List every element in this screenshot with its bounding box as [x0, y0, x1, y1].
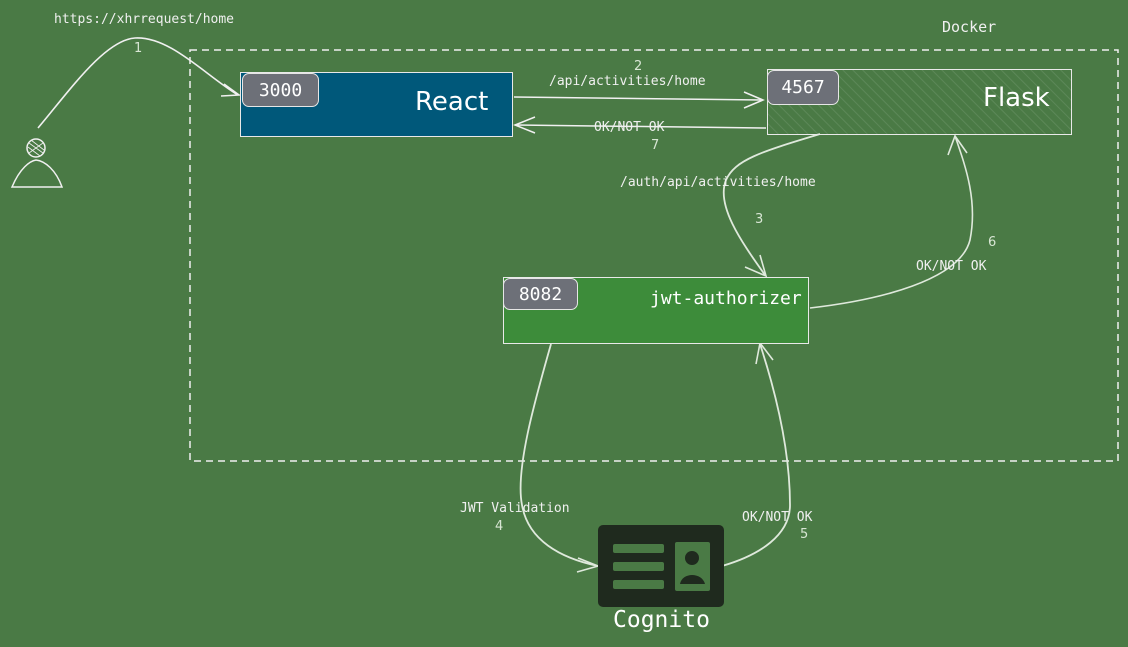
- edge-jwt-to-flask: [809, 135, 974, 309]
- arrowhead-step2: [743, 91, 765, 109]
- edge-flask-to-react: [515, 124, 767, 129]
- cognito-title: Cognito: [613, 607, 710, 633]
- jwt-title: jwt-authorizer: [650, 288, 802, 309]
- arrowhead-step4: [576, 557, 601, 573]
- arrowhead-step6: [947, 134, 968, 156]
- arrowhead-step7: [512, 116, 536, 134]
- react-port-badge: 3000: [242, 73, 319, 107]
- docker-boundary: [189, 49, 1119, 462]
- step-2-number: 2: [634, 59, 643, 74]
- step-7-number: 7: [651, 138, 660, 153]
- step-4-number: 4: [495, 519, 504, 534]
- arrowhead-step3: [744, 254, 768, 278]
- step-6-number: 6: [988, 235, 997, 250]
- step-1-number: 1: [134, 41, 143, 56]
- arrowhead-step1: [220, 83, 242, 97]
- cognito-icon: [598, 525, 724, 607]
- react-title: React: [415, 87, 489, 117]
- edge-label-cognito-to-jwt: OK/NOT OK: [742, 510, 813, 525]
- step-5-number: 5: [800, 527, 809, 542]
- url-label: https://xhrrequest/home: [54, 12, 235, 27]
- edge-label-jwt-to-cognito: JWT Validation: [460, 501, 570, 516]
- edge-label-flask-to-jwt: /auth/api/activities/home: [620, 175, 816, 190]
- flask-port-badge: 4567: [767, 70, 839, 105]
- step-3-number: 3: [755, 212, 764, 227]
- edge-flask-to-jwt: [722, 133, 821, 276]
- edge-cognito-to-jwt: [721, 343, 791, 567]
- edge-react-to-flask: [513, 96, 763, 101]
- flask-title: Flask: [983, 83, 1050, 113]
- edge-label-jwt-to-flask: OK/NOT OK: [916, 259, 987, 274]
- edge-label-flask-to-react: OK/NOT OK: [594, 120, 665, 135]
- edge-user-to-react: [37, 37, 239, 129]
- edge-label-react-to-flask: /api/activities/home: [549, 74, 706, 89]
- user-icon: [10, 138, 64, 188]
- jwt-port-badge: 8082: [503, 278, 578, 310]
- edge-jwt-to-cognito: [519, 343, 599, 567]
- docker-label: Docker: [942, 18, 997, 36]
